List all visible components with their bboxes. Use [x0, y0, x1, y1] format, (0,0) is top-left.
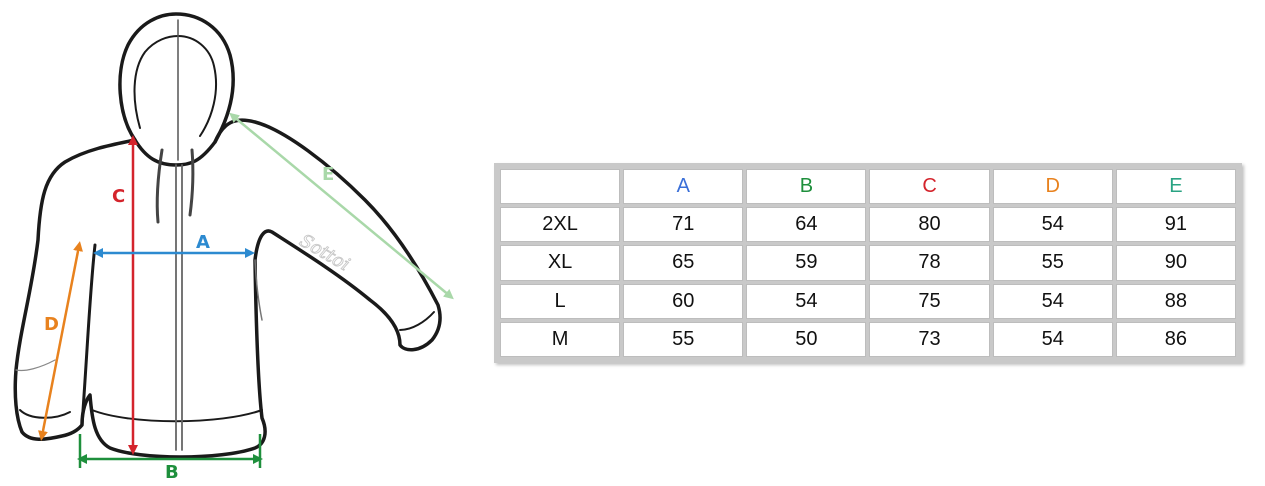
hoodie-size-figure: Sottoi C A B D E: [13, 12, 454, 483]
header-cell-e: E: [1115, 169, 1236, 204]
value-cell-b: 59: [746, 245, 867, 281]
header-cell-d: D: [992, 169, 1113, 204]
value-cell-a: 71: [623, 207, 744, 243]
table-row: 2XL 71 64 80 54 91: [500, 207, 1236, 243]
size-label: M: [500, 321, 621, 357]
drawstring-left: [155, 148, 164, 224]
label-e: E: [322, 164, 334, 185]
right-cuff: [399, 311, 435, 331]
value-cell-c: 75: [869, 283, 990, 319]
arrow-d: [38, 241, 83, 441]
header-cell-corner: [500, 169, 621, 204]
value-cell-a: 65: [623, 245, 744, 281]
size-table: A B C D E 2XL 71 64 80 54 91 XL 65 59 78…: [497, 166, 1239, 360]
label-d: D: [44, 314, 59, 335]
waistband: [91, 409, 263, 423]
arrow-e: [229, 112, 454, 300]
value-cell-d: 55: [992, 245, 1113, 281]
value-cell-c: 80: [869, 207, 990, 243]
body: [13, 118, 442, 459]
value-cell-d: 54: [992, 207, 1113, 243]
value-cell-b: 54: [746, 283, 867, 319]
table-row: L 60 54 75 54 88: [500, 283, 1236, 319]
value-cell-e: 91: [1115, 207, 1236, 243]
size-table-header-row: A B C D E: [500, 169, 1236, 204]
value-cell-a: 55: [623, 321, 744, 357]
drawstring-right: [188, 148, 195, 217]
label-c: C: [112, 186, 125, 207]
table-row: M 55 50 73 54 86: [500, 321, 1236, 357]
value-cell-e: 86: [1115, 321, 1236, 357]
header-cell-c: C: [869, 169, 990, 204]
value-cell-e: 88: [1115, 283, 1236, 319]
value-cell-e: 90: [1115, 245, 1236, 281]
size-label: L: [500, 283, 621, 319]
value-cell-a: 60: [623, 283, 744, 319]
sleeve-logo: Sottoi: [296, 230, 353, 275]
value-cell-b: 50: [746, 321, 867, 357]
header-cell-b: B: [746, 169, 867, 204]
size-label: XL: [500, 245, 621, 281]
value-cell-d: 54: [992, 321, 1113, 357]
value-cell-b: 64: [746, 207, 867, 243]
value-cell-d: 54: [992, 283, 1113, 319]
size-table-frame: A B C D E 2XL 71 64 80 54 91 XL 65 59 78…: [494, 163, 1242, 363]
size-label: 2XL: [500, 207, 621, 243]
header-cell-a: A: [623, 169, 744, 204]
value-cell-c: 78: [869, 245, 990, 281]
label-b: B: [165, 462, 179, 483]
label-a: A: [196, 232, 210, 253]
value-cell-c: 73: [869, 321, 990, 357]
left-arm-inner: [80, 243, 97, 427]
table-row: XL 65 59 78 55 90: [500, 245, 1236, 281]
